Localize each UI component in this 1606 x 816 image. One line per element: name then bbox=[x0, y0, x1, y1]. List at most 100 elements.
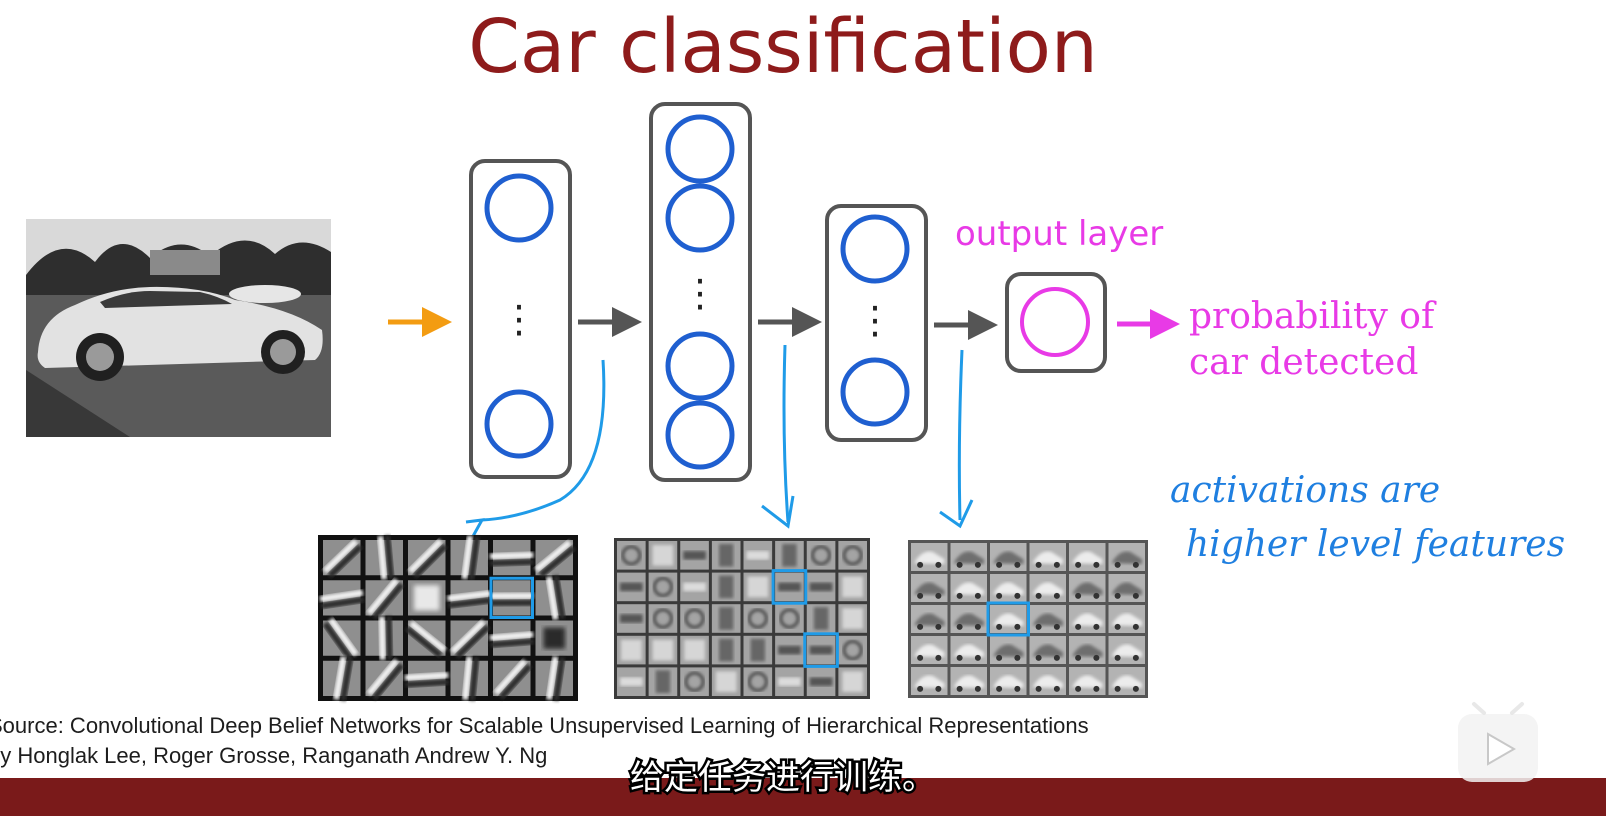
feature-cell bbox=[711, 604, 741, 633]
feature-cell bbox=[990, 667, 1027, 695]
feature-cell bbox=[493, 658, 533, 700]
feature-cell bbox=[950, 667, 987, 695]
feature-cell bbox=[535, 656, 573, 701]
feature-cell bbox=[775, 572, 804, 602]
feature-cell bbox=[775, 604, 804, 633]
play-button[interactable] bbox=[1458, 702, 1538, 782]
feature-cell bbox=[1029, 543, 1066, 571]
feature-cell bbox=[806, 572, 836, 602]
feature-cell bbox=[1029, 605, 1066, 633]
feature-cell bbox=[407, 538, 448, 579]
feature-cell bbox=[1069, 543, 1106, 571]
feature-cell bbox=[319, 580, 365, 616]
feature-cell bbox=[534, 540, 577, 578]
feature-cell bbox=[1069, 605, 1106, 633]
feature-cell bbox=[990, 543, 1027, 571]
highlight-box bbox=[771, 569, 808, 605]
feature-cell bbox=[1029, 636, 1066, 664]
probability-label-line1: probability of bbox=[1189, 296, 1437, 337]
feature-cell bbox=[950, 574, 987, 602]
feature-cell bbox=[617, 667, 646, 696]
feature-cell bbox=[1108, 636, 1145, 664]
output-neuron bbox=[1020, 287, 1090, 357]
feature-cell bbox=[950, 636, 987, 664]
feature-cell bbox=[911, 574, 948, 602]
source-citation-line2: by Honglak Lee, Roger Grosse, Ranganath … bbox=[0, 743, 547, 768]
feature-cell bbox=[489, 540, 534, 576]
feature-cell bbox=[404, 620, 447, 658]
feature-cell bbox=[711, 667, 741, 696]
footer-bar bbox=[0, 778, 1606, 816]
annotation-arrow-2 bbox=[782, 344, 790, 523]
highlight-box bbox=[803, 632, 839, 668]
object-features-grid bbox=[908, 540, 1148, 698]
feature-cell bbox=[990, 636, 1027, 664]
video-subtitle: 给定任务进行训练。 bbox=[630, 758, 936, 798]
feature-cell bbox=[1069, 636, 1106, 664]
highlight-box bbox=[489, 576, 534, 619]
annotation-arrow-3 bbox=[957, 349, 964, 521]
feature-cell bbox=[365, 535, 403, 580]
highlight-box bbox=[986, 601, 1030, 637]
feature-cell bbox=[1069, 667, 1106, 695]
feature-cell bbox=[365, 578, 405, 620]
feature-cell bbox=[838, 667, 867, 696]
probability-label-line2: car detected bbox=[1189, 342, 1418, 383]
feature-cell bbox=[711, 541, 741, 570]
output-layer-label: output layer bbox=[955, 214, 1163, 254]
feature-cell bbox=[680, 635, 709, 665]
annotation-arrowhead-3 bbox=[939, 499, 974, 529]
feature-cell bbox=[806, 635, 836, 665]
annotation-arrowhead-2 bbox=[761, 495, 795, 529]
feature-cell bbox=[990, 605, 1027, 633]
neuron bbox=[484, 173, 554, 243]
feature-cell bbox=[838, 541, 867, 570]
neuron bbox=[484, 389, 554, 459]
feature-cell bbox=[648, 635, 678, 665]
feature-cell bbox=[711, 572, 741, 602]
feature-cell bbox=[838, 604, 867, 633]
feature-cell bbox=[911, 636, 948, 664]
feature-cell bbox=[450, 619, 491, 659]
feature-cell bbox=[743, 667, 773, 696]
neuron bbox=[665, 114, 735, 184]
feature-cell bbox=[365, 616, 403, 660]
neuron bbox=[665, 183, 735, 253]
feature-cell bbox=[950, 543, 987, 571]
feature-cell bbox=[490, 580, 534, 616]
feature-cell bbox=[911, 667, 948, 695]
feature-cell bbox=[447, 580, 492, 616]
feature-cell bbox=[535, 620, 573, 656]
feature-cell bbox=[365, 658, 405, 701]
feature-cell bbox=[404, 660, 449, 696]
feature-cell bbox=[775, 635, 804, 665]
neuron bbox=[665, 400, 735, 470]
feature-cell bbox=[806, 541, 836, 570]
feature-cell bbox=[911, 543, 948, 571]
hidden-layer-3: ⋮ bbox=[825, 204, 928, 442]
feature-cell bbox=[322, 617, 361, 661]
neuron bbox=[840, 214, 910, 284]
feature-cell bbox=[648, 572, 678, 602]
feature-cell bbox=[680, 604, 709, 633]
part-features-grid bbox=[614, 538, 870, 699]
annotation-arrowhead-1 bbox=[465, 518, 485, 539]
feature-cell bbox=[648, 541, 678, 570]
feature-cell bbox=[911, 605, 948, 633]
neuron bbox=[840, 357, 910, 427]
edge-features-grid bbox=[318, 535, 578, 702]
feature-cell bbox=[617, 572, 646, 602]
car-input-image bbox=[26, 219, 331, 437]
source-citation-line1: Source: Convolutional Deep Belief Networ… bbox=[0, 713, 1089, 738]
feature-cell bbox=[322, 539, 363, 579]
slide-title: Car classification bbox=[468, 4, 1098, 90]
feature-cell bbox=[648, 604, 678, 633]
feature-cell bbox=[743, 541, 773, 570]
feature-cell bbox=[617, 541, 646, 570]
feature-cell bbox=[450, 656, 488, 701]
feature-cell bbox=[1029, 574, 1066, 602]
feature-cell bbox=[711, 635, 741, 665]
neuron bbox=[665, 331, 735, 401]
feature-cell bbox=[1069, 574, 1106, 602]
